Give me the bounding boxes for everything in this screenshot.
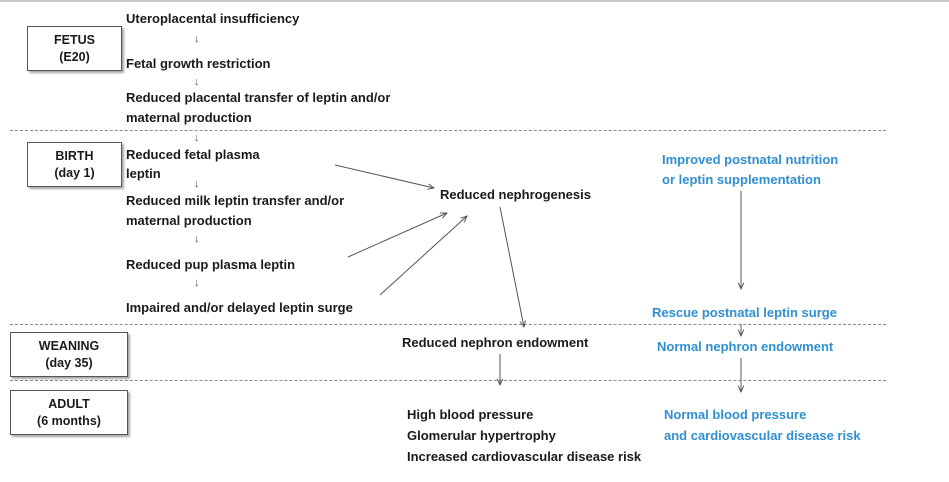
node-milk-transfer-line1: Reduced milk leptin transfer and/or [126,193,345,208]
outcome-normal-blood-pressure: Normal blood pressure [664,407,807,422]
down-arrow-icon: ↓ [194,33,200,45]
arrow-leptin-surge-to-nephrogenesis [379,216,467,296]
stage-birth-age: (day 1) [54,165,95,180]
divider-birth-weaning [10,324,886,325]
node-fetal-growth-restriction: Fetal growth restriction [126,56,271,71]
down-arrow-icon: ↓ [194,233,200,245]
node-uteroplacental-insufficiency: Uteroplacental insufficiency [126,11,300,26]
node-fetal-plasma-line1: Reduced fetal plasma [126,147,260,162]
intervention-line2: or leptin supplementation [662,172,821,187]
stage-fetus-age: (E20) [59,49,90,64]
stage-box-fetus: FETUS (E20) [27,26,122,71]
node-reduced-nephron-endowment: Reduced nephron endowment [402,335,589,350]
node-leptin-surge: Impaired and/or delayed leptin surge [126,300,353,315]
stage-adult-label: ADULT [48,396,90,411]
stage-weaning-label: WEANING [38,338,100,353]
stage-box-weaning: WEANING (day 35) [10,332,128,377]
node-pup-plasma-leptin: Reduced pup plasma leptin [126,257,296,272]
arrow-nephrogenesis-to-endowment [499,206,524,327]
divider-weaning-adult [10,380,886,381]
down-arrow-icon: ↓ [194,178,200,190]
node-rescue-leptin-surge: Rescue postnatal leptin surge [652,305,837,320]
node-placental-transfer-line1: Reduced placental transfer of leptin and… [126,90,391,105]
node-reduced-nephrogenesis: Reduced nephrogenesis [440,187,591,202]
stage-adult-age: (6 months) [37,413,101,428]
stage-box-birth: BIRTH (day 1) [27,142,122,187]
outcome-normal-cardiovascular-risk: and cardiovascular disease risk [664,428,861,443]
stage-fetus-label: FETUS [54,32,95,47]
top-border [0,0,949,2]
outcome-cardiovascular-risk: Increased cardiovascular disease risk [407,449,642,464]
outcome-glomerular-hypertrophy: Glomerular hypertrophy [407,428,556,443]
stage-box-adult: ADULT (6 months) [10,390,128,435]
stage-birth-label: BIRTH [55,148,94,163]
down-arrow-icon: ↓ [194,132,200,144]
stage-weaning-age: (day 35) [45,355,93,370]
arrow-fetal-plasma-to-nephrogenesis [334,164,434,188]
down-arrow-icon: ↓ [194,277,200,289]
node-fetal-plasma-line2: leptin [126,166,161,181]
node-normal-nephron-endowment: Normal nephron endowment [657,339,834,354]
intervention-line1: Improved postnatal nutrition [662,152,839,167]
arrow-pup-plasma-to-nephrogenesis [347,213,447,258]
outcome-high-blood-pressure: High blood pressure [407,407,534,422]
node-placental-transfer-line2: maternal production [126,110,252,125]
down-arrow-icon: ↓ [194,76,200,88]
divider-fetus-birth [10,130,886,131]
node-milk-transfer-line2: maternal production [126,213,252,228]
